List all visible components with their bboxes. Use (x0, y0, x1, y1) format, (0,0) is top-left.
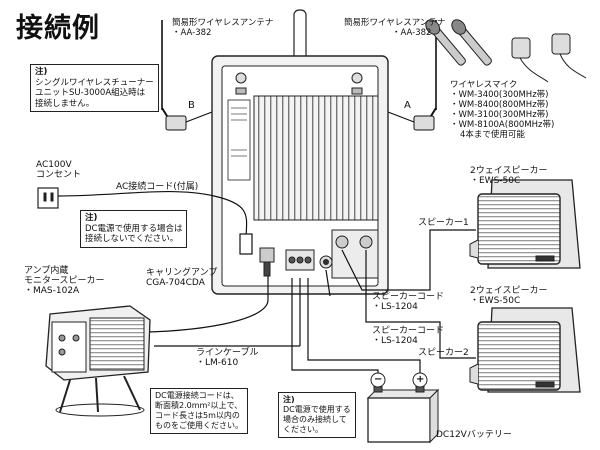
speaker-cord-1-label: スピーカーコード ・LS-1204 (372, 292, 444, 312)
antenna-b-model: ・AA-382 (172, 28, 212, 38)
speaker-cord-line: ・LS-1204 (372, 336, 418, 346)
ac-outlet-line: コンセント (36, 170, 82, 180)
speaker-2-icon (469, 307, 581, 393)
monitor-speaker-line: モニタースピーカー (24, 276, 105, 286)
speaker-1-icon (469, 179, 581, 269)
speaker-2-port-label: スピーカー2 (418, 348, 469, 358)
wireless-mic-model: ・WM-8400(800MHz帯) (450, 100, 549, 110)
speaker-cord-line: ・LS-1204 (372, 302, 418, 312)
note-dc-head: 注) (85, 213, 98, 223)
note-dc-line: 接続しないでください。 (85, 234, 179, 244)
line-cable-label: ラインケーブル ・LM-610 (196, 348, 258, 368)
speaker-1-line: 2ウェイスピーカー (470, 166, 548, 176)
carrying-amp-icon (211, 9, 389, 295)
line-cable-line: ・LM-610 (196, 358, 239, 368)
speaker-1-label: 2ウェイスピーカー ・EWS-50C (470, 166, 547, 186)
ac-outlet-line: AC100V (36, 160, 72, 170)
monitor-speaker-line: アンプ内蔵 (24, 266, 69, 276)
line-cable-line: ラインケーブル (196, 348, 259, 358)
dc-note-line: 場合のみ接続して (283, 415, 347, 424)
speaker-cord-line: スピーカーコード (372, 326, 445, 336)
note-tuner-line: 接続しません。 (35, 98, 95, 109)
speaker-2-line: ・EWS-50C (470, 296, 521, 306)
page-title: 接続例 (16, 13, 100, 44)
monitor-speaker-line: ・MAS-102A (24, 286, 80, 296)
antenna-b-name: 簡易形ワイヤレスアンテナ (172, 18, 274, 28)
monitor-speaker-icon (45, 305, 151, 417)
speaker-2-line: 2ウェイスピーカー (470, 286, 548, 296)
dc-note-line: ください。 (283, 425, 323, 434)
note-dc-box: 注) DC電源で使用する場合は 接続しないでください。 (80, 210, 188, 248)
antenna-a-port-label: A (404, 100, 411, 111)
battery-label: DC12Vバッテリー (436, 430, 512, 440)
dc-note-box: 注) DC電源で使用する 場合のみ接続して ください。 (278, 392, 356, 438)
dc-note-head: 注) (283, 395, 295, 404)
antenna-a-model: ・AA-382 (392, 28, 432, 38)
dc-note-line: DC電源で使用する (283, 405, 351, 414)
carrying-amp-label: キャリングアンプ CGA-704CDA (146, 268, 217, 288)
note-dc-line: DC電源で使用する場合は (85, 223, 183, 234)
dc-cord-note-line: DC電源接続コードは、 (155, 391, 239, 400)
speaker-cord-line: スピーカーコード (372, 292, 445, 302)
monitor-speaker-label: アンプ内蔵 モニタースピーカー ・MAS-102A (24, 266, 105, 296)
wireless-mic-head: ワイヤレスマイク (450, 80, 518, 90)
dc-cord-note-box: DC電源接続コードは、 断面積2.0mm²以上で、 コード長さは5m以内の もの… (150, 388, 248, 434)
carrying-amp-line: キャリングアンプ (146, 268, 218, 278)
battery-plus-label: + (416, 374, 425, 385)
battery-icon (366, 372, 440, 444)
wireless-mic-note: 4本まで使用可能 (460, 130, 525, 140)
wireless-mic-model: ・WM-8100A(800MHz帯) (450, 120, 555, 130)
speaker-2-label: 2ウェイスピーカー ・EWS-50C (470, 286, 547, 306)
antenna-b-port-label: B (188, 100, 195, 111)
note-tuner-head: 注) (35, 67, 48, 77)
ac-outlet-label: AC100V コンセント (36, 160, 81, 180)
wireless-mic-label: ワイヤレスマイク ・WM-3400(300MHz帯) ・WM-8400(800M… (450, 80, 554, 140)
note-tuner-box: 注) シングルワイヤレスチューナー ユニットSU-3000A組込時は 接続しませ… (30, 64, 159, 112)
note-tuner-line: ユニットSU-3000A組込時は (35, 88, 146, 98)
speaker-1-line: ・EWS-50C (470, 176, 521, 186)
battery-minus-label: − (374, 374, 383, 385)
speaker-1-port-label: スピーカー1 (418, 218, 469, 228)
carrying-amp-line: CGA-704CDA (146, 278, 205, 288)
note-tuner-line: シングルワイヤレスチューナー (35, 77, 154, 88)
wireless-mic-model: ・WM-3400(300MHz帯) (450, 90, 549, 100)
dc-cord-note-line: コード長さは5m以内の (155, 411, 240, 420)
ac-outlet-icon (37, 187, 59, 209)
wireless-mic-model: ・WM-3100(300MHz帯) (450, 110, 549, 120)
wireless-mic-icon (425, 19, 587, 83)
ac-cord-label: AC接続コード(付属) (116, 182, 199, 192)
antenna-a-name: 簡易形ワイヤレスアンテナ (344, 18, 446, 28)
dc-cord-note-line: ものをご使用ください。 (155, 421, 243, 430)
antenna-b-icon (161, 20, 213, 131)
speaker-cord-2-label: スピーカーコード ・LS-1204 (372, 326, 444, 346)
dc-cord-note-line: 断面積2.0mm²以上で、 (155, 401, 243, 410)
